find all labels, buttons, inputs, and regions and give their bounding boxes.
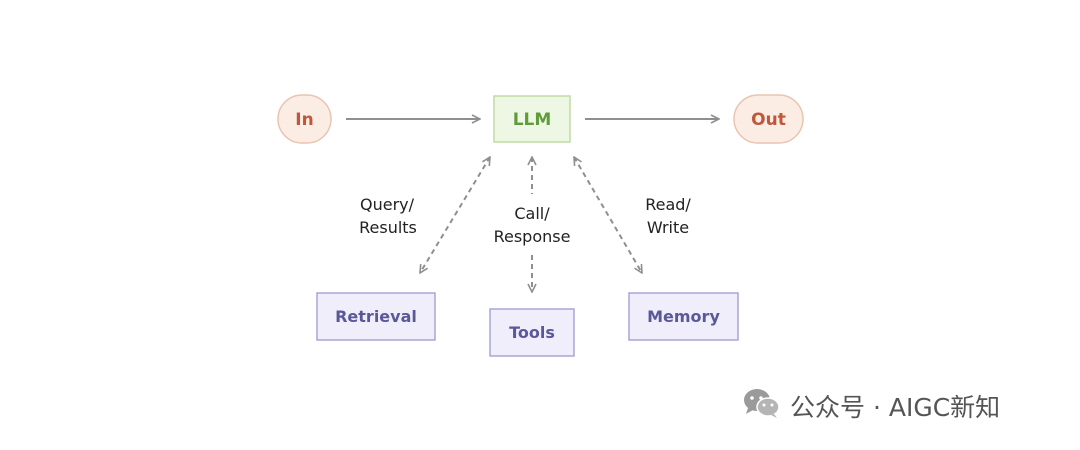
read-write-line1: Read/ (645, 195, 691, 214)
out-label: Out (751, 110, 786, 130)
llm-retrieval-arrow (420, 157, 490, 273)
read-write-line2: Write (647, 218, 689, 237)
watermark: 公众号 · AIGC新知 (742, 386, 1000, 426)
memory-node: Memory (628, 292, 739, 341)
retrieval-label: Retrieval (335, 307, 417, 326)
retrieval-node: Retrieval (316, 292, 436, 341)
read-write-label: Read/ Write (645, 195, 691, 237)
query-results-line2: Results (359, 218, 417, 237)
wechat-icon (742, 387, 782, 425)
tools-node: Tools (489, 308, 575, 357)
llm-memory-arrow (574, 157, 642, 273)
memory-label: Memory (647, 307, 720, 326)
out-node: Out (733, 94, 804, 144)
in-node: In (277, 94, 332, 144)
tools-label: Tools (509, 323, 555, 342)
query-results-label: Query/ Results (359, 195, 417, 237)
llm-label: LLM (513, 110, 552, 130)
llm-node: LLM (493, 95, 571, 143)
call-response-line2: Response (494, 227, 571, 246)
call-response-line1: Call/ (514, 204, 550, 223)
call-response-label: Call/ Response (494, 204, 571, 246)
query-results-line1: Query/ (360, 195, 415, 214)
in-label: In (295, 110, 313, 130)
watermark-text: 公众号 · AIGC新知 (790, 393, 1001, 422)
